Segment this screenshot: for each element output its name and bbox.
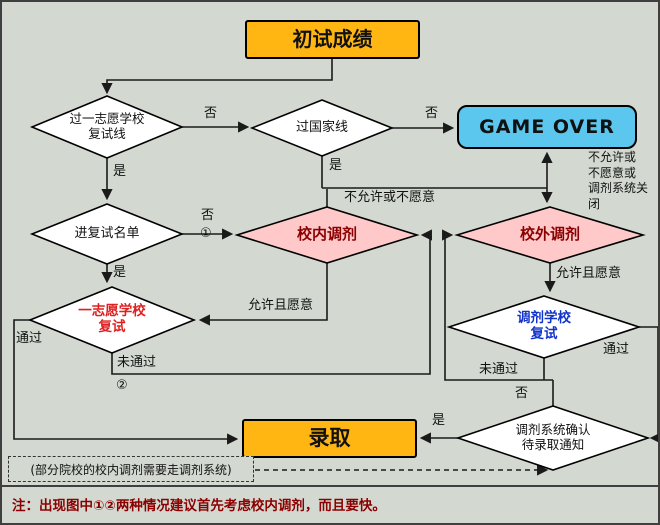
edge-label-confirm-yes: 是 [432,413,446,428]
diamond-first-choice-retest [27,286,197,354]
node-internal-adjust: 校内调剂 [296,225,357,244]
node-retest-list: 进复试名单 [74,226,140,242]
dashed-note: (部分院校的校内调剂需要走调剂系统) [8,456,254,482]
diamond-retest-list [29,203,185,265]
diamond-system-confirm [455,405,651,471]
node-first-choice-retest: 一志愿学校 复试 [78,303,146,335]
edge-label-adjust-pass: 通过 [603,342,630,357]
bottom-note: 注：出现图中①②两种情况建议首先考虑校内调剂，而且要快。 [12,498,386,514]
node-start: 初试成绩 [245,20,420,59]
edge-label-adjust-fail: 未通过 [479,362,519,377]
node-admission: 录取 [242,419,417,458]
edge-label-yes-retest-list: 是 [113,265,127,280]
node-game-over: GAME OVER [457,105,637,149]
node-pass-school-line: 过一志愿学校 复试线 [69,111,145,141]
node-system-confirm: 调剂系统确认 待录取通知 [515,422,591,452]
diamond-pass-national-line [249,99,395,157]
edge-label-yes-school-line: 是 [113,164,127,179]
edge-label-no-national-line: 否 [425,106,439,121]
frame-divider [2,485,658,487]
edge-label-no-school-line: 否 [204,106,218,121]
diamond-adjust-school-retest [446,295,642,359]
edge-label-external-allow: 允许且愿意 [556,266,622,281]
edge-label-internal-allow: 允许且愿意 [248,298,314,313]
node-adjust-school-retest: 调剂学校 复试 [517,310,571,342]
edge-label-circle-1: ① [200,226,212,241]
edge-label-not-allowed-or-unwilling: 不允许或不愿意 [344,190,436,205]
edge-label-first-pass: 通过 [16,331,43,346]
diamond-external-adjust [454,206,646,264]
node-external-adjust: 校外调剂 [519,225,580,244]
node-pass-national-line: 过国家线 [295,120,348,136]
edge-label-external-fail: 不允许或 不愿意或 调剂系统关闭 [588,150,649,211]
edge-label-no-retest-list: 否 [201,208,215,223]
diamond-pass-school-line [29,95,185,159]
edge-label-yes-national-line: 是 [329,158,343,173]
edge-label-circle-2: ② [116,378,128,393]
edge-label-first-fail: 未通过 [117,355,157,370]
edge-label-confirm-no: 否 [515,386,529,401]
diamond-internal-adjust [234,206,420,264]
